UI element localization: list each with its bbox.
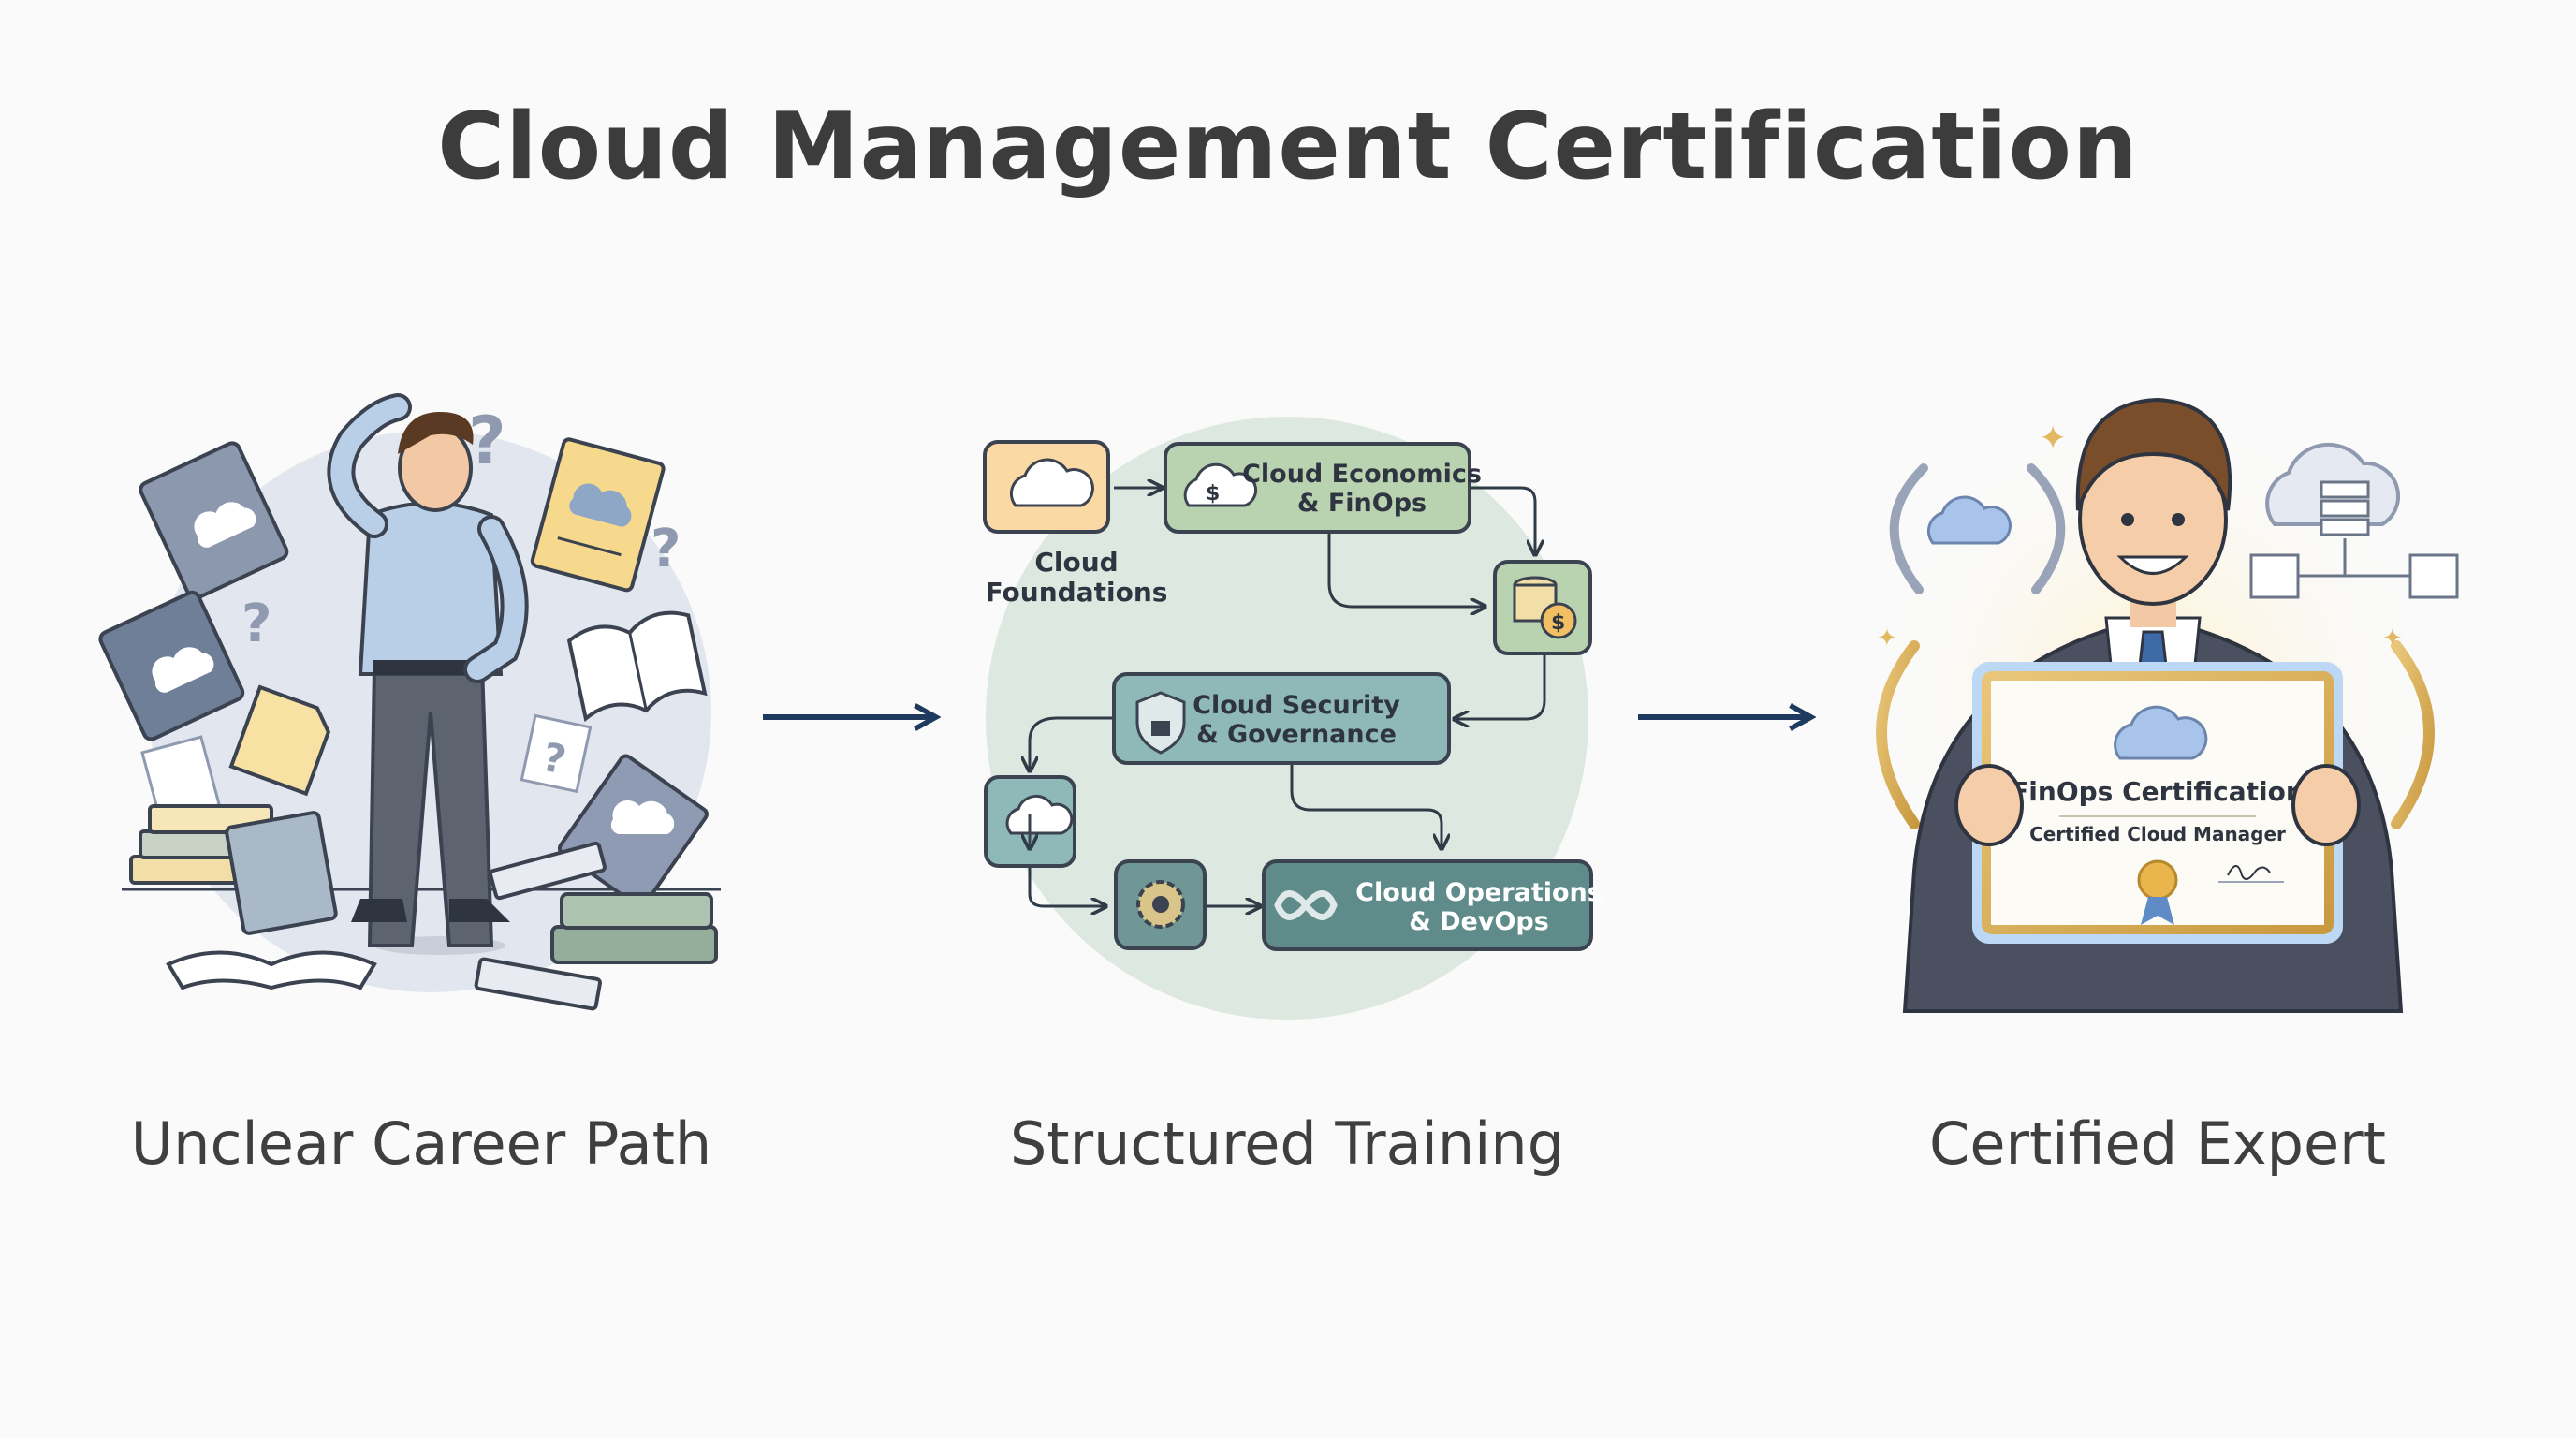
stage-label-certified-expert: Certified Expert [1929, 1109, 2386, 1178]
cloud-economics-node: $ Cloud Economics & FinOps [1164, 442, 1482, 534]
sparkle-icon: ✦ [2382, 624, 2403, 653]
book-stack-icon [129, 804, 338, 935]
cloud-download-icon [984, 775, 1076, 868]
cloud-icon [2114, 705, 2208, 760]
operations-label-line1: Cloud Operations [1355, 878, 1603, 907]
page-title: Cloud Management Certification [437, 94, 2139, 200]
gear-icon [1114, 859, 1207, 950]
certificate: FinOps Certification Certified Cloud Man… [1954, 662, 2361, 944]
cloud-security-node: Cloud Security & Governance [1112, 672, 1451, 765]
book-stack-icon [474, 754, 718, 1011]
question-mark-icon: ? [468, 403, 506, 479]
cloud-server-icon [2249, 442, 2459, 599]
training-path-diagram: Cloud Foundations $ Cloud Economics & Fi… [983, 417, 1603, 1020]
svg-text:$: $ [1206, 482, 1220, 506]
economics-label-line2: & FinOps [1297, 489, 1427, 518]
cloud-operations-node: Cloud Operations & DevOps [1262, 859, 1603, 951]
security-label-line1: Cloud Security [1193, 691, 1400, 720]
confused-person [327, 393, 529, 955]
stage-label-unclear-career-path: Unclear Career Path [130, 1109, 712, 1178]
cloud-icon [1009, 458, 1094, 507]
economics-label-line1: Cloud Economics [1242, 460, 1482, 489]
certificate-subtitle: Certified Cloud Manager [2029, 823, 2286, 845]
stage-label-structured-training: Structured Training [1009, 1109, 1565, 1178]
signature-icon [2227, 865, 2271, 880]
paper-icon: ? [520, 713, 593, 794]
confused-person-illustration: ? ? ? ? [98, 393, 721, 1011]
flow-connectors [1030, 488, 1546, 906]
paper-icon [228, 684, 330, 797]
operations-label-line2: & DevOps [1409, 907, 1549, 936]
question-mark-icon: ? [242, 594, 271, 654]
open-book-icon [566, 610, 708, 723]
document-icon [530, 437, 666, 593]
sparkle-icon: ✦ [2039, 419, 2067, 458]
cloud-foundations-node: Cloud Foundations [983, 440, 1168, 608]
sparkle-icon: ✦ [1877, 624, 1897, 653]
question-mark-icon: ? [651, 519, 681, 580]
certified-expert-illustration: ✦ ✦ ✦ FinOps Certification Certified Clo… [1853, 393, 2459, 1013]
open-book-icon [166, 950, 377, 990]
cloud-dollar-icon [1183, 462, 1258, 507]
cost-database-icon: $ [1493, 560, 1592, 655]
infinity-icon [1274, 890, 1338, 920]
foundations-label-line2: Foundations [986, 577, 1168, 608]
book-icon [98, 590, 245, 741]
certificate-title: FinOps Certification [2011, 776, 2305, 807]
cloud-icon [1926, 495, 2012, 545]
laurel-icon [1889, 463, 2066, 594]
svg-text:$: $ [1551, 611, 1565, 635]
seal-icon [2137, 859, 2178, 901]
security-label-line2: & Governance [1196, 720, 1397, 749]
foundations-label-line1: Cloud [1034, 547, 1118, 578]
gold-laurel-icon [1876, 640, 2435, 829]
book-icon [139, 441, 289, 601]
